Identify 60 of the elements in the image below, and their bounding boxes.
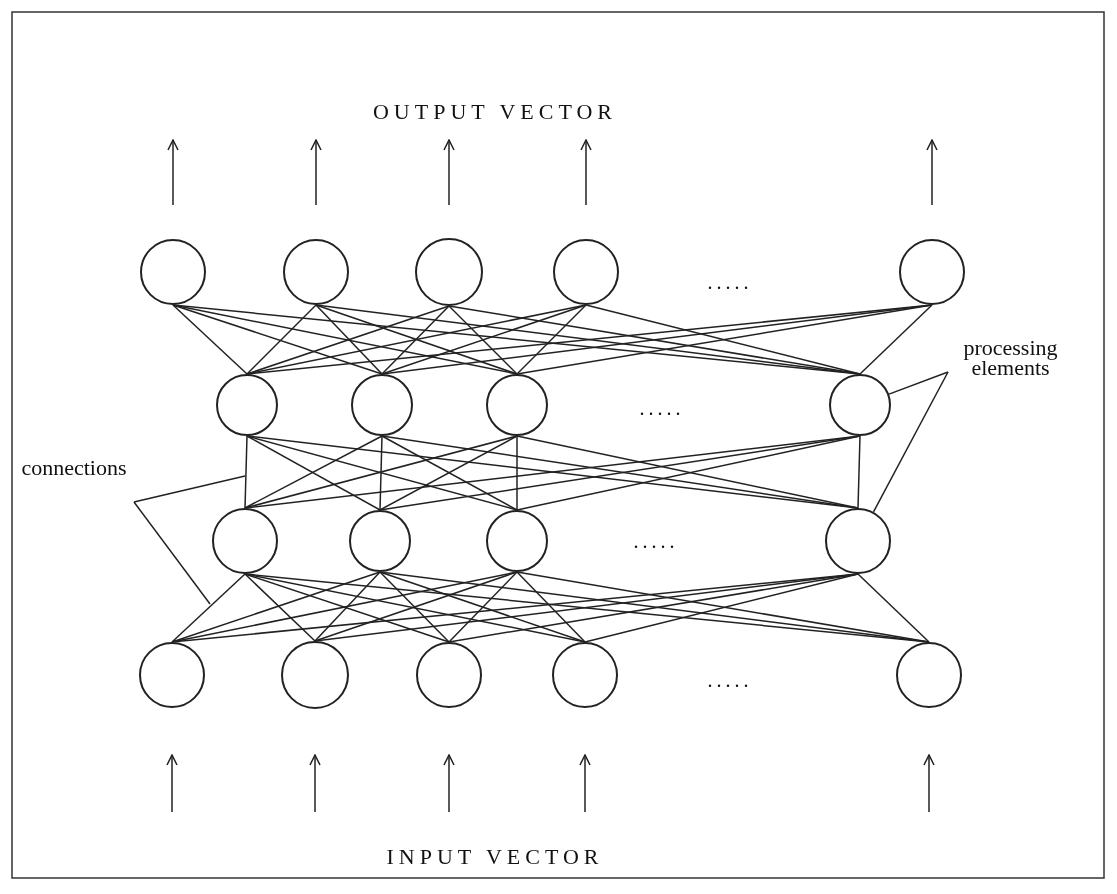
leader-line xyxy=(888,371,949,395)
connection-line xyxy=(172,304,383,375)
connection-line xyxy=(246,305,450,375)
connection-line xyxy=(516,435,518,511)
connection-line xyxy=(516,571,930,643)
ellipsis-dots: ..... xyxy=(639,396,685,420)
connection-line xyxy=(244,435,248,509)
neuron-circle xyxy=(212,508,278,574)
neuron-circle xyxy=(281,641,349,709)
ellipsis-dots: ..... xyxy=(707,270,753,294)
neuron-circle xyxy=(283,239,349,305)
connection-line xyxy=(244,573,316,642)
connection-line xyxy=(857,573,930,643)
neuron-circle xyxy=(139,642,205,708)
connection-line xyxy=(448,305,518,375)
connection-line xyxy=(314,571,381,642)
leader-line xyxy=(133,475,246,503)
connection-line xyxy=(379,571,450,643)
neuron-circle xyxy=(825,508,891,574)
connection-line xyxy=(516,304,587,375)
neuron-circle xyxy=(552,642,618,708)
ellipsis-dots: ..... xyxy=(707,668,753,692)
annotation-label: processing elements xyxy=(928,338,1093,378)
connection-line xyxy=(857,435,861,509)
connection-line xyxy=(516,304,933,375)
neuron-circle xyxy=(896,642,962,708)
connection-line xyxy=(246,304,317,375)
annotation-label: connections xyxy=(10,458,138,478)
neuron-circle xyxy=(349,510,411,572)
connection-line xyxy=(379,435,383,511)
connection-line xyxy=(315,304,383,375)
neuron-circle xyxy=(351,374,413,436)
connection-line xyxy=(516,571,586,643)
connection-line xyxy=(584,573,859,643)
leader-line xyxy=(872,371,949,513)
neuron-circle xyxy=(486,374,548,436)
connection-line xyxy=(381,304,587,375)
leader-line xyxy=(133,501,211,605)
connection-line xyxy=(171,573,246,643)
neuron-circle xyxy=(899,239,965,305)
neuron-circle xyxy=(829,374,891,436)
connection-line xyxy=(585,304,861,375)
connection-line xyxy=(315,304,518,375)
connection-line xyxy=(448,571,518,643)
vector-title: OUTPUT VECTOR xyxy=(372,99,618,125)
connection-line xyxy=(172,304,248,375)
connection-line xyxy=(859,304,933,375)
neuron-circle xyxy=(486,510,548,572)
connection-line xyxy=(314,571,518,642)
connection-line xyxy=(379,571,586,643)
vector-title: INPUT VECTOR xyxy=(386,844,604,870)
neuron-circle xyxy=(553,239,619,305)
neuron-circle xyxy=(415,238,483,306)
neuron-circle xyxy=(216,374,278,436)
connection-line xyxy=(244,573,450,643)
connection-line xyxy=(381,305,450,375)
neuron-circle xyxy=(416,642,482,708)
ellipsis-dots: ..... xyxy=(633,529,679,553)
neuron-circle xyxy=(140,239,206,305)
connection-line xyxy=(171,571,381,643)
